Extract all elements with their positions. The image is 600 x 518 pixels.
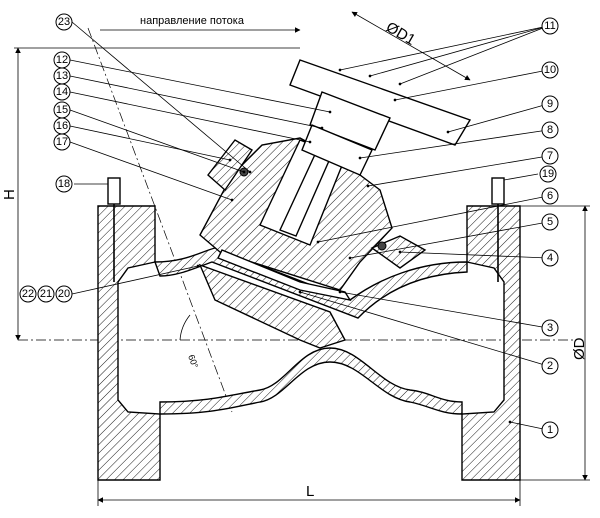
leader-5 [348, 221, 549, 260]
angle-label: 60° [186, 353, 200, 370]
svg-text:10: 10 [544, 64, 556, 76]
svg-text:4: 4 [547, 252, 553, 264]
callout-4: 4 [541, 249, 559, 267]
callout-9: 9 [541, 95, 559, 113]
flow-direction: направление потока [100, 15, 301, 33]
leader-13 [69, 75, 324, 130]
svg-text:15: 15 [56, 104, 68, 116]
svg-text:11: 11 [544, 20, 555, 32]
callout-1: 1 [541, 421, 559, 439]
callout-13: 13 [53, 67, 71, 85]
test-points [107, 177, 505, 282]
leader-6 [316, 195, 549, 244]
leader-16 [69, 125, 232, 162]
top-diameter-label: ØD1 [383, 19, 418, 49]
disc [217, 249, 352, 302]
svg-text:12: 12 [56, 54, 68, 66]
test-point-right-cap [491, 177, 505, 205]
svg-text:8: 8 [547, 124, 553, 136]
callout-19: 19 [539, 165, 557, 183]
svg-text:2: 2 [547, 360, 553, 372]
svg-text:23: 23 [58, 16, 70, 28]
svg-text:13: 13 [56, 70, 68, 82]
left-flange [97, 205, 161, 481]
callout-15: 15 [53, 101, 71, 119]
callout-8: 8 [541, 121, 559, 139]
callout-11: 11 [541, 17, 559, 35]
callout-7: 7 [541, 147, 559, 165]
leader-12 [69, 59, 332, 114]
o-ring-right [377, 241, 387, 251]
svg-text:18: 18 [58, 178, 70, 190]
leader-11a [338, 25, 549, 72]
angle-arc [179, 314, 191, 341]
svg-text:7: 7 [547, 150, 553, 162]
leader-15 [69, 109, 246, 174]
svg-text:16: 16 [56, 120, 68, 132]
leader-17 [69, 141, 234, 202]
callout-17: 17 [53, 133, 71, 151]
callout-2: 2 [541, 357, 559, 375]
svg-text:5: 5 [547, 216, 553, 228]
callout-10: 10 [541, 61, 559, 79]
svg-text:14: 14 [56, 86, 68, 98]
handwheel-assembly [289, 59, 472, 176]
leader-11b [368, 25, 549, 78]
callout-5: 5 [541, 213, 559, 231]
callout-23: 23 [55, 13, 73, 31]
height-label: H [1, 189, 18, 200]
body-upper-wall [154, 247, 468, 319]
top-diameter-dimension-line [351, 11, 471, 81]
leader-4 [398, 250, 549, 259]
svg-text:6: 6 [547, 190, 553, 202]
callout-3: 3 [541, 319, 559, 337]
indicator-sleeve [301, 124, 373, 176]
svg-text:22: 22 [22, 288, 34, 300]
test-point-left-cap [107, 177, 121, 205]
right-flange [461, 205, 521, 481]
callout-16: 16 [53, 117, 71, 135]
diameter-label: ØD [571, 337, 588, 360]
leader-19 [503, 173, 539, 181]
leader-20 [71, 264, 200, 295]
svg-text:9: 9 [547, 98, 553, 110]
svg-text:20: 20 [58, 288, 70, 300]
handwheel [289, 59, 472, 146]
flow-label: направление потока [140, 15, 245, 27]
stem-axis [87, 27, 233, 413]
leader-lines [69, 21, 549, 431]
callout-21: 21 [37, 285, 55, 303]
callout-6: 6 [541, 187, 559, 205]
callout-22: 22 [19, 285, 37, 303]
callout-12: 12 [53, 51, 71, 69]
handwheel-hub [309, 91, 391, 151]
leader-10 [393, 69, 549, 102]
callout-18: 18 [55, 175, 73, 193]
seat-partition [198, 263, 347, 349]
valve-body [97, 205, 521, 481]
leader-23 [71, 21, 252, 174]
leader-2 [298, 290, 549, 367]
callout-20: 20 [55, 285, 73, 303]
svg-text:17: 17 [56, 136, 68, 148]
callouts: 1 2 3 4 5 6 7 8 9 10 11 12 13 14 15 16 1… [19, 13, 559, 439]
leader-9 [446, 103, 549, 134]
svg-text:3: 3 [547, 322, 553, 334]
svg-text:19: 19 [542, 168, 554, 180]
length-label: L [306, 483, 314, 500]
svg-text:21: 21 [40, 288, 52, 300]
body-lower-wall [159, 347, 463, 415]
leader-7 [366, 155, 549, 188]
leader-8 [358, 129, 549, 160]
leader-11c [398, 25, 549, 86]
leader-3 [338, 290, 549, 329]
leader-14 [69, 91, 312, 144]
svg-text:1: 1 [547, 424, 553, 436]
callout-14: 14 [53, 83, 71, 101]
bonnet-assembly [199, 137, 427, 302]
